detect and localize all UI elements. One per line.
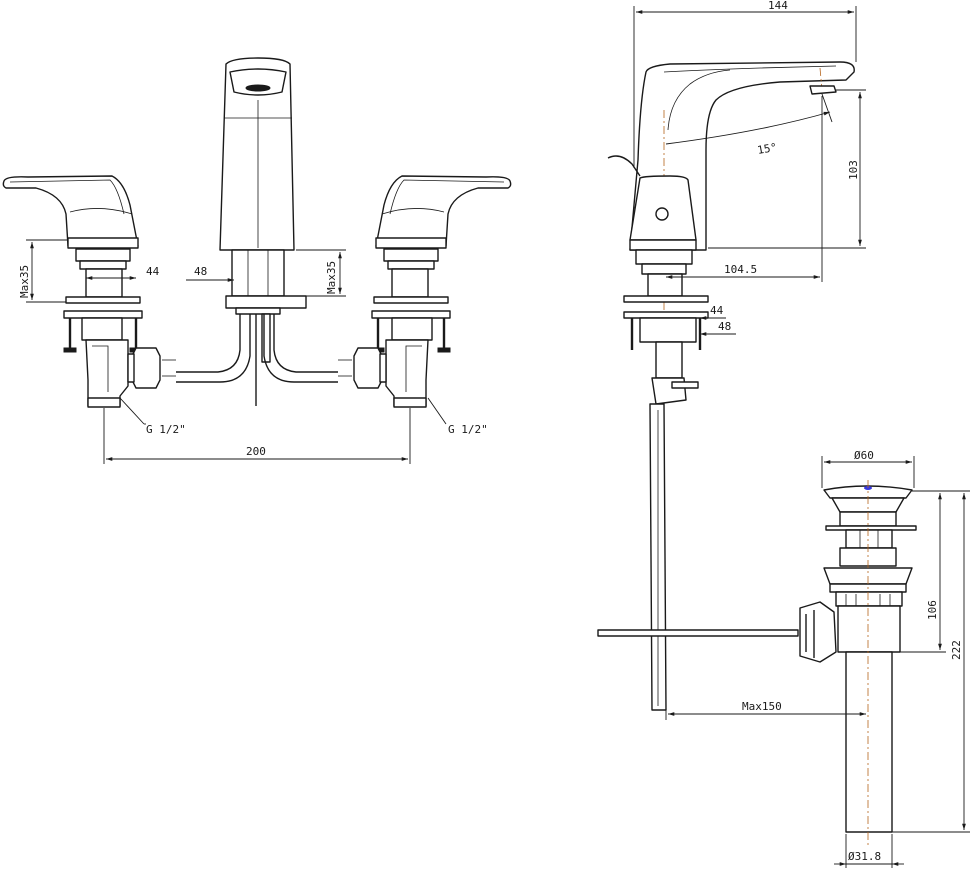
dim-103: 103 xyxy=(847,160,860,180)
dim-106: 106 xyxy=(926,600,939,620)
faucet-front-view: Max35 44 48 Max35 G 1/2" G 1/2" 200 xyxy=(2,57,512,464)
dim-angle-15: 15° xyxy=(756,141,778,157)
right-handle xyxy=(375,175,512,249)
dim-48-side: 48 xyxy=(718,320,731,333)
dim-200: 200 xyxy=(246,445,266,458)
front-dimensions: Max35 44 48 Max35 G 1/2" G 1/2" 200 xyxy=(18,239,488,464)
right-valve xyxy=(371,248,451,408)
thread-label-left: G 1/2" xyxy=(146,423,186,436)
drain-assembly: Ø60 106 222 Max150 Ø31.8 xyxy=(597,449,970,868)
dim-222: 222 xyxy=(950,640,963,660)
dim-144: 144 xyxy=(768,0,788,12)
dim-dia-60: Ø60 xyxy=(854,449,874,462)
faucet-side-view: 144 15° 103 104.5 44 48 xyxy=(607,0,866,711)
left-handle xyxy=(2,175,139,249)
dim-max-150: Max150 xyxy=(742,700,782,713)
side-dimensions: 144 15° 103 104.5 44 48 xyxy=(633,0,866,336)
dim-dia-31-8: Ø31.8 xyxy=(848,850,881,863)
dim-max35-left: Max35 xyxy=(18,265,31,298)
dim-44-side: 44 xyxy=(710,304,724,317)
drain-dimensions: Ø60 106 222 Max150 Ø31.8 xyxy=(665,449,970,868)
dim-max35-spout: Max35 xyxy=(325,261,338,294)
thread-label-right: G 1/2" xyxy=(448,423,488,436)
left-valve xyxy=(63,248,143,408)
front-spout xyxy=(219,57,307,406)
dim-104-5: 104.5 xyxy=(724,263,757,276)
front-hoses xyxy=(127,314,387,389)
dim-44-front: 44 xyxy=(146,265,160,278)
dim-48-front: 48 xyxy=(194,265,207,278)
